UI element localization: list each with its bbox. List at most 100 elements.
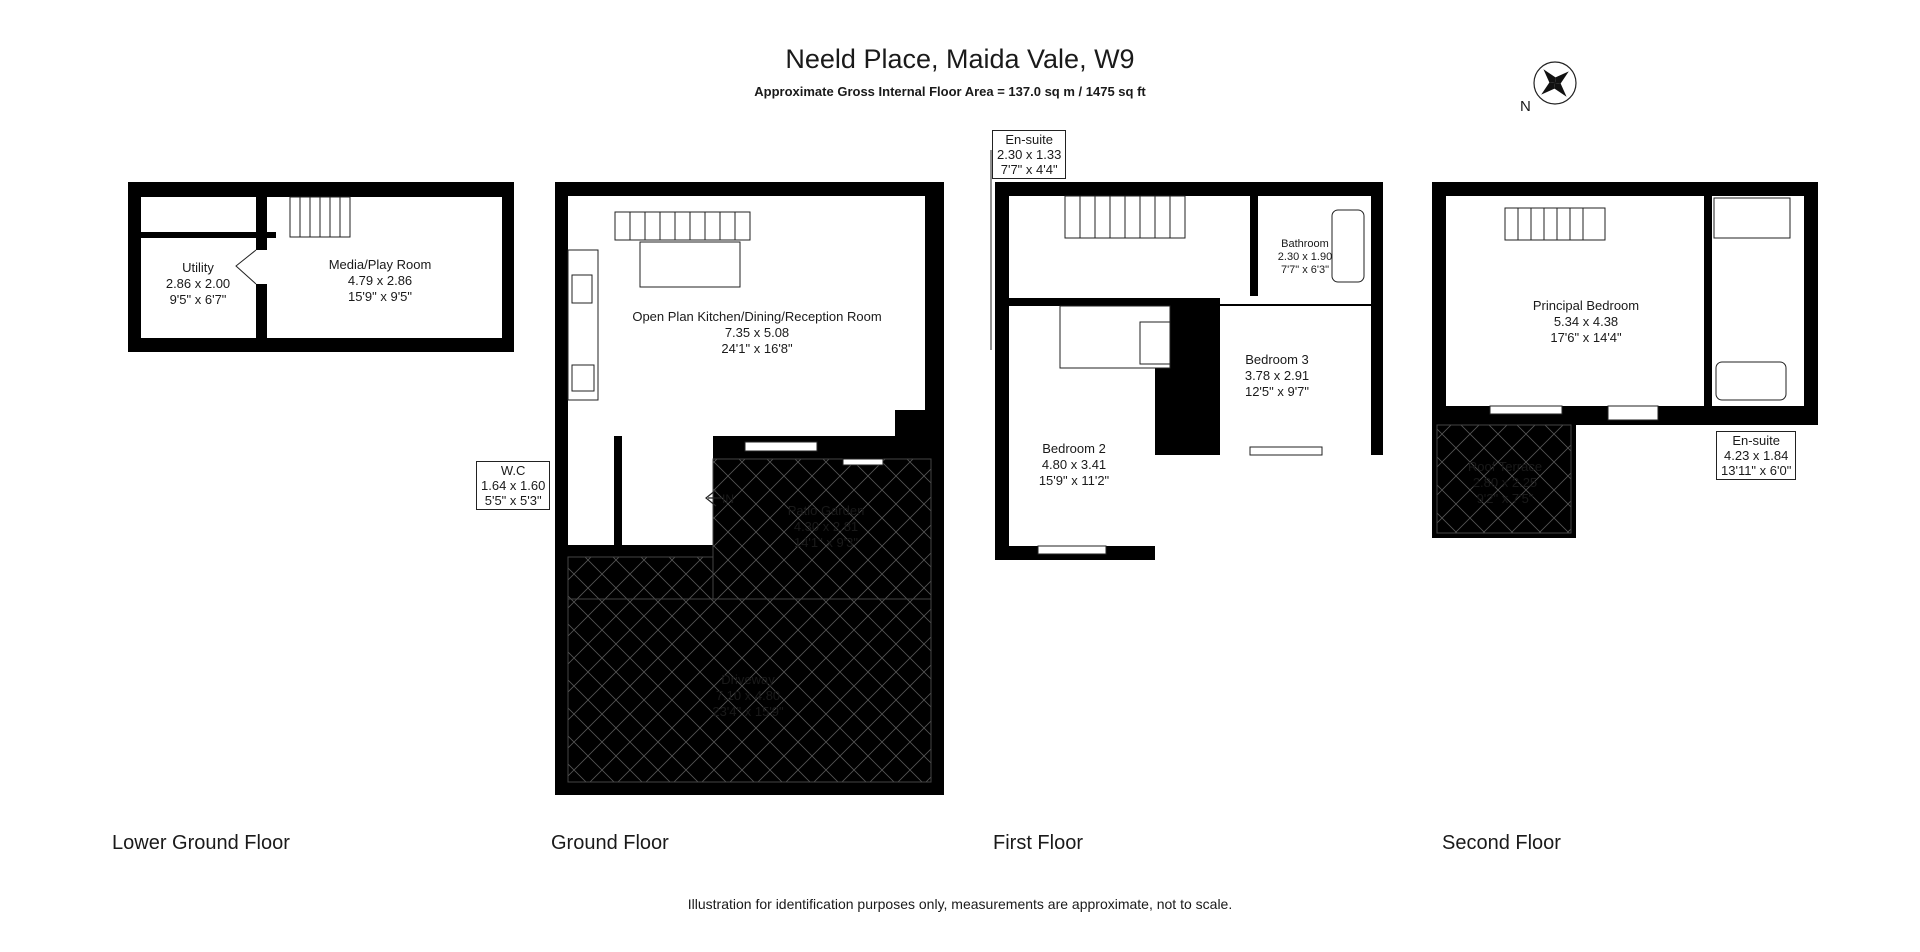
- gf-stairs: [614, 211, 751, 288]
- second-floor-plan: [1432, 182, 1818, 538]
- room-bathroom: Bathroom 2.30 x 1.90 7'7" x 6'3": [1278, 238, 1332, 277]
- sf-terrace: [1436, 424, 1572, 534]
- gf-wc-wall-bottom: [568, 545, 713, 557]
- room-bedroom-3: Bedroom 3 3.78 x 2.91 12'5" x 9'7": [1245, 352, 1309, 400]
- floor-area-subtitle: Approximate Gross Internal Floor Area = …: [754, 84, 1146, 99]
- room-name: Bedroom 2: [1042, 441, 1106, 456]
- room-media-play: Media/Play Room 4.79 x 2.86 15'9" x 9'5": [329, 257, 432, 305]
- first-floor-plan: [990, 150, 1383, 560]
- room-name: Patio Garden: [787, 503, 865, 518]
- ff-mid-wall: [1009, 298, 1220, 306]
- lg-door-gap: [256, 250, 267, 284]
- room-name: Bathroom: [1281, 238, 1329, 250]
- ff-bath: [1331, 209, 1365, 283]
- gf-window-side: [842, 458, 884, 466]
- room-name: Bedroom 3: [1245, 352, 1309, 367]
- room-imperial: 5'5" x 5'3": [484, 493, 542, 508]
- room-wc-label: W.C 1.64 x 1.60 5'5" x 5'3": [476, 461, 551, 510]
- room-name: En-suite: [1005, 132, 1054, 147]
- room-imperial: 14'1" x 9'3": [793, 535, 859, 550]
- room-metric: 3.78 x 2.91: [1244, 368, 1310, 383]
- floor-label-ground: Ground Floor: [551, 832, 669, 854]
- compass-rose: [1533, 61, 1577, 105]
- gf-entrance-arrow: [705, 489, 722, 507]
- room-imperial: 15'9" x 11'2": [1038, 473, 1110, 488]
- gf-hob: [571, 364, 595, 392]
- gf-sink: [571, 274, 593, 304]
- room-metric: 2.30 x 1.90: [1277, 251, 1333, 263]
- ff-ensuite: [1059, 305, 1171, 369]
- room-name: Principal Bedroom: [1532, 298, 1640, 313]
- room-imperial: 13'11" x 6'0": [1721, 463, 1792, 478]
- room-imperial: 17'6" x 14'4": [1550, 330, 1622, 345]
- room-name: Utility: [182, 260, 214, 275]
- ff-bath-wall: [1250, 196, 1258, 296]
- lg-interior: [141, 197, 502, 338]
- room-metric: 4.30 x 2.81: [793, 519, 859, 534]
- room-metric: 5.34 x 4.38: [1553, 314, 1619, 329]
- lg-door-swing: [235, 249, 257, 285]
- page-title: Neeld Place, Maida Vale, W9: [785, 44, 1135, 74]
- lower-ground-floor-plan: [128, 182, 514, 352]
- sf-bottom-wall-gap: [1489, 405, 1563, 415]
- room-name: Open Plan Kitchen/Dining/Reception Room: [632, 309, 882, 324]
- room-metric: 1.64 x 1.60: [481, 478, 546, 493]
- room-principal-bedroom: Principal Bedroom 5.34 x 4.38 17'6" x 14…: [1533, 298, 1639, 346]
- gf-patio: [712, 458, 932, 600]
- room-imperial: 24'1" x 16'8": [721, 341, 793, 356]
- room-imperial: 9'5" x 6'7": [169, 292, 227, 307]
- sf-ensuite-wall: [1704, 196, 1712, 406]
- ff-bathroom: [1258, 196, 1371, 288]
- lg-partition-top: [141, 232, 276, 238]
- room-kitchen-dining-reception: Open Plan Kitchen/Dining/Reception Room …: [632, 309, 881, 357]
- ff-bedroom3: [1220, 306, 1371, 455]
- room-first-ensuite-label: En-suite 2.30 x 1.33 7'7" x 4'4": [992, 130, 1067, 179]
- room-name: Roof Terrace: [1467, 459, 1543, 474]
- gf-window-patio: [744, 441, 818, 452]
- room-imperial: 23'4" x 15'9": [712, 704, 784, 719]
- room-bedroom-2: Bedroom 2 4.80 x 3.41 15'9" x 11'2": [1039, 441, 1109, 489]
- sf-shower: [1713, 197, 1791, 239]
- gf-driveway: [567, 598, 932, 783]
- disclaimer-text: Illustration for identification purposes…: [687, 896, 1233, 912]
- sf-stairs: [1504, 207, 1606, 241]
- ground-floor-plan: [555, 182, 944, 795]
- compass-north-label: N: [1520, 98, 1531, 115]
- room-imperial: 9'2" x 7'5": [1476, 491, 1534, 506]
- floor-label-second: Second Floor: [1442, 832, 1561, 854]
- gf-wc-wall-right: [614, 436, 622, 546]
- room-metric: 2.86 x 2.00: [165, 276, 231, 291]
- room-metric: 4.79 x 2.86: [347, 273, 413, 288]
- room-name: En-suite: [1732, 433, 1781, 448]
- sf-window-bottom: [1607, 405, 1659, 421]
- room-patio-garden: Patio Garden 4.30 x 2.81 14'1" x 9'3": [788, 503, 865, 551]
- floor-label-first: First Floor: [993, 832, 1083, 854]
- room-metric: 4.23 x 1.84: [1724, 448, 1789, 463]
- room-metric: 2.30 x 1.33: [997, 147, 1062, 162]
- room-metric: 2.80 x 2.25: [1472, 475, 1538, 490]
- room-metric: 7.10 x 4.80: [715, 688, 781, 703]
- gf-kitchen-interior: [568, 196, 925, 436]
- room-second-ensuite-label: En-suite 4.23 x 1.84 13'11" x 6'0": [1716, 431, 1797, 480]
- gf-wc-block: [568, 436, 713, 556]
- sf-ensuite-room: [1712, 196, 1804, 406]
- gf-front: [567, 556, 714, 600]
- room-driveway: Driveway 7.10 x 4.80 23'4" x 15'9": [712, 672, 783, 720]
- room-name: Driveway: [721, 672, 775, 687]
- sf-interior: [1446, 196, 1708, 406]
- ff-window-b3: [1249, 446, 1323, 456]
- sf-bath: [1715, 361, 1787, 401]
- ff-shower: [1139, 321, 1171, 365]
- room-imperial: 15'9" x 9'5": [347, 289, 413, 304]
- gf-right-notch: [895, 410, 944, 459]
- room-imperial: 7'7" x 6'3": [1280, 264, 1330, 276]
- room-metric: 4.80 x 3.41: [1041, 457, 1107, 472]
- ff-stairs: [1064, 195, 1186, 239]
- room-metric: 7.35 x 5.08: [724, 325, 790, 340]
- room-name: Media/Play Room: [328, 257, 432, 272]
- ff-window-b2: [1037, 545, 1107, 555]
- room-name: W.C: [500, 463, 526, 478]
- floor-label-lower-ground: Lower Ground Floor: [112, 832, 290, 854]
- ff-right-gap: [1155, 455, 1383, 560]
